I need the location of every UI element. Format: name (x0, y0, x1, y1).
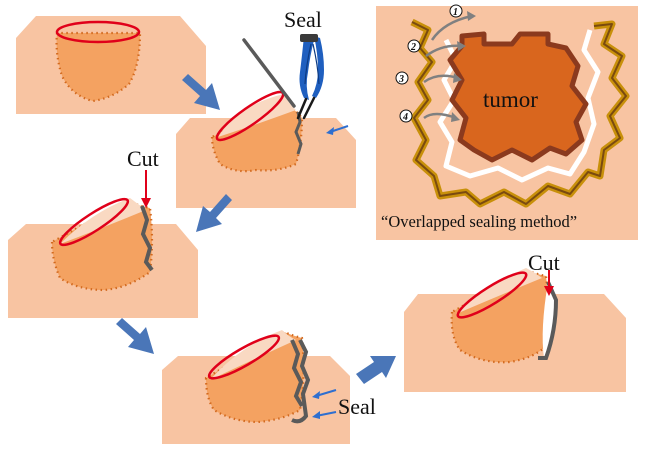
tumor-5 (450, 268, 550, 364)
block-step-3 (8, 197, 198, 318)
cut-label-left: Cut (127, 146, 159, 171)
lid-ring-1 (55, 20, 141, 44)
flow-arrow-2 (196, 194, 232, 232)
cut-arrow-right (544, 270, 554, 296)
step-marker-2: 2 (407, 39, 421, 53)
tumor-4 (204, 330, 305, 424)
sealing-arrows (423, 11, 476, 122)
lid-ring-4 (207, 334, 281, 380)
step-marker-1: 1 (449, 4, 463, 18)
lid-ring-5 (456, 271, 528, 319)
cut-label-right: Cut (528, 250, 560, 275)
inset-panel: tumor 1 2 3 (376, 4, 638, 240)
svg-text:3: 3 (398, 74, 404, 85)
svg-text:1: 1 (453, 7, 458, 18)
svg-text:2: 2 (410, 42, 416, 53)
step-marker-4: 4 (399, 109, 413, 123)
step-marker-3: 3 (395, 71, 409, 85)
seal-line-4b (291, 339, 311, 424)
block-step-4 (162, 330, 350, 444)
block-step-1 (16, 16, 206, 114)
flow-arrow-4 (356, 356, 396, 384)
bipolar-forceps-icon (242, 34, 324, 120)
flow-arrow-1 (182, 74, 220, 110)
seal-band-inner (411, 21, 627, 205)
cut-gap-5 (542, 282, 556, 358)
svg-text:4: 4 (402, 112, 408, 123)
cut-arrow-left (141, 170, 151, 208)
tumor-label: tumor (483, 87, 538, 112)
seal-line-5 (538, 281, 559, 360)
seal-line-4a (290, 339, 304, 408)
step-markers: 1 2 3 4 (395, 4, 463, 123)
tumor-2 (210, 100, 304, 173)
resected-cap-5 (456, 268, 542, 314)
block-step-5 (404, 268, 626, 392)
seal-line-3 (140, 205, 154, 272)
seal-arrows-4 (312, 389, 337, 419)
resected-cap-4 (210, 330, 296, 380)
seal-label-bottom: Seal (338, 394, 376, 419)
inset-caption: “Overlapped sealing method” (381, 212, 577, 231)
tumor-core (447, 31, 589, 163)
seal-label-top: Seal (284, 7, 322, 32)
tumor-1 (55, 31, 142, 103)
seal-line-2 (294, 111, 303, 155)
block-step-2 (176, 34, 356, 208)
lid-ring-3 (58, 197, 130, 247)
flow-arrow-3 (116, 318, 154, 354)
seal-arrow-2 (326, 125, 349, 135)
